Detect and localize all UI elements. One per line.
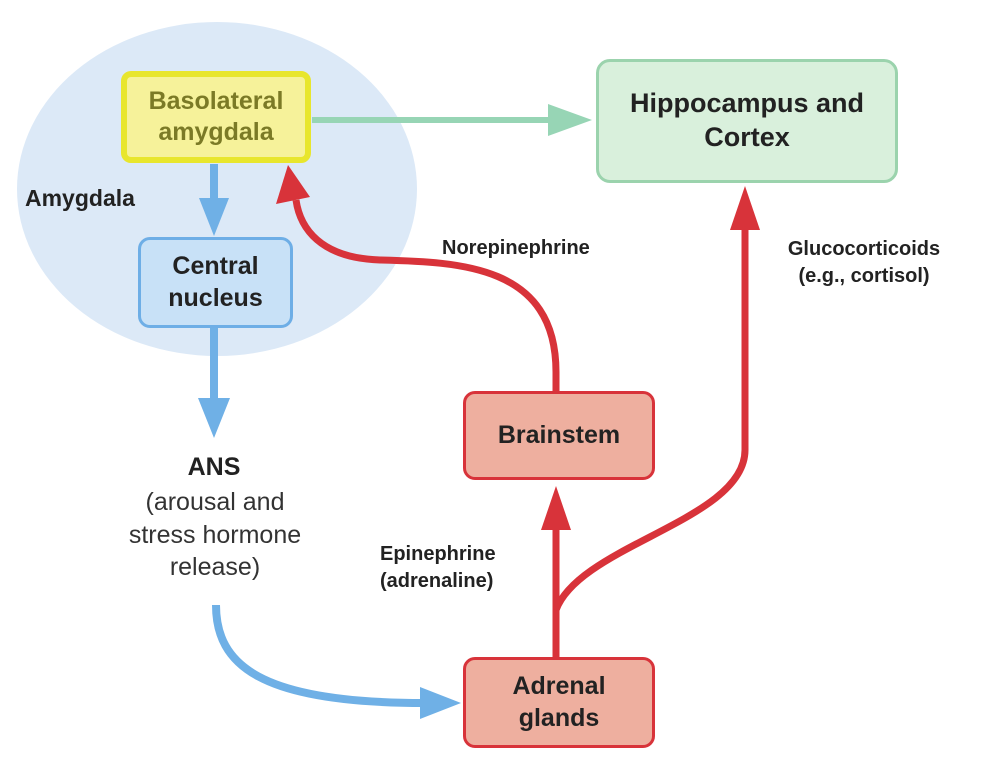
ans-title: ANS xyxy=(187,453,241,481)
adrenal-to-hippocampus-curve xyxy=(552,230,749,612)
glucocorticoids-label: Glucocorticoids (e.g., cortisol) xyxy=(787,238,941,287)
adrenal-to-hippocampus-arrowhead xyxy=(730,186,760,230)
ans-description: (arousal and stress hormone release) xyxy=(128,488,302,581)
brainstem-to-bla-curve xyxy=(292,199,560,391)
central-nucleus-box: Central nucleus xyxy=(138,237,293,328)
brainstem-to-bla-arrowhead xyxy=(276,165,310,204)
amygdala-label: Amygdala xyxy=(25,185,135,211)
hippocampus-cortex-box: Hippocampus and Cortex xyxy=(596,59,898,183)
epinephrine-label: Epinephrine (adrenaline) xyxy=(380,543,496,592)
basolateral-amygdala-box: Basolateral amygdala xyxy=(121,71,311,163)
ans-to-adrenal-curve xyxy=(212,604,425,707)
bla-to-central-arrowhead xyxy=(199,198,229,236)
bla-to-hippocampus-arrowhead xyxy=(548,104,592,136)
brainstem-box: Brainstem xyxy=(463,391,655,480)
central-to-ans-arrowhead xyxy=(198,398,230,438)
adrenal-to-brainstem-arrowhead xyxy=(541,486,571,530)
adrenal-glands-box: Adrenal glands xyxy=(463,657,655,748)
ans-to-adrenal-arrowhead xyxy=(420,687,461,719)
norepinephrine-label: Norepinephrine xyxy=(442,237,590,259)
